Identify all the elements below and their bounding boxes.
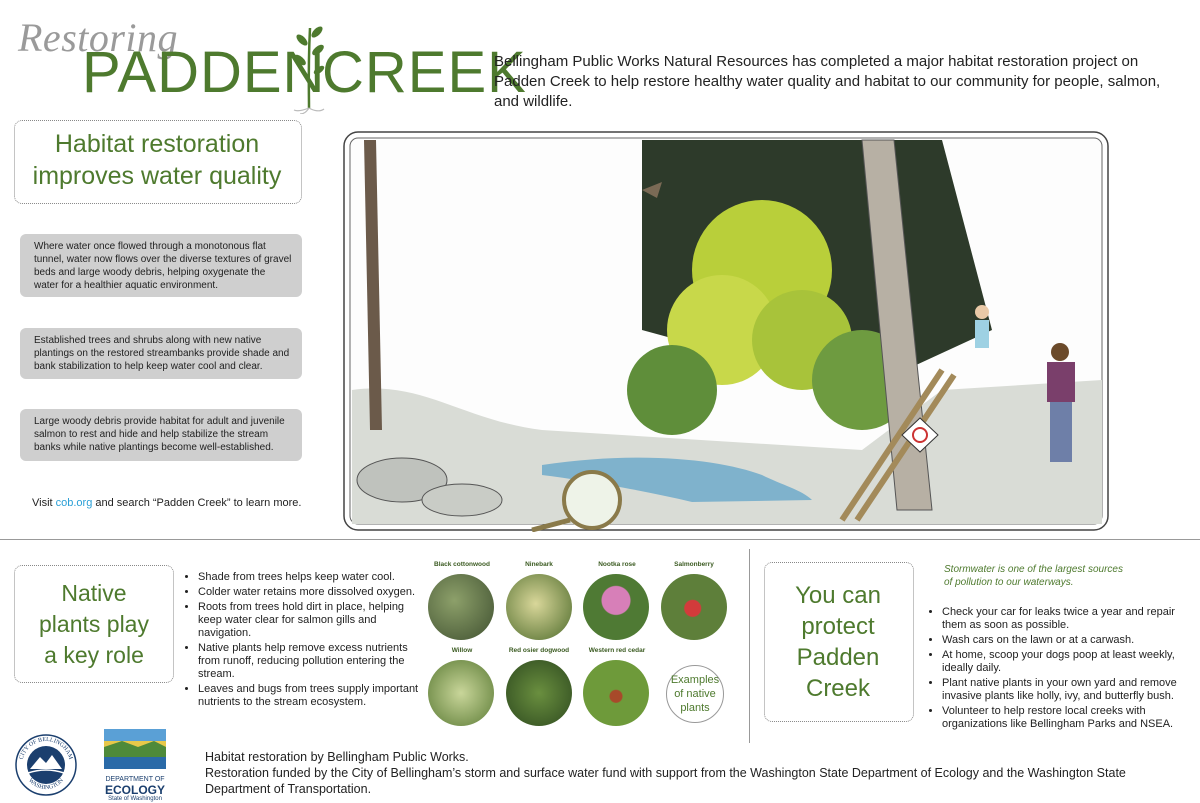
stormwater-note: Stormwater is one of the largest sources… (944, 563, 1164, 589)
section-divider (0, 539, 1200, 540)
creek-illustration (343, 131, 1109, 532)
plant-photo-western-red-cedar (583, 660, 649, 726)
native-title: Native plants play a key role (14, 578, 174, 671)
credits-line2: Restoration funded by the City of Bellin… (205, 766, 1126, 796)
examples-of-native-plants-badge: Examples of native plants (666, 665, 724, 723)
plant-label-salmonberry: Salmonberry (674, 561, 714, 568)
protect-title-line1: You can (795, 582, 881, 609)
city-of-bellingham-logo: CITY OF BELLINGHAM WASHINGTON (15, 734, 77, 796)
habitat-title: Habitat restoration improves water quali… (14, 128, 300, 192)
native-title-line1: Native (61, 580, 127, 606)
ecology-line3: State of Washington (108, 796, 162, 802)
visit-prefix: Visit (32, 497, 56, 509)
protect-title-line2: protect (801, 613, 875, 640)
plant-label-ninebark: Ninebark (525, 561, 553, 568)
list-item: Colder water retains more dissolved oxyg… (198, 586, 430, 599)
examples-line3: plants (680, 702, 710, 714)
habitat-panel-3: Large woody debris provide habitat for a… (20, 409, 302, 461)
list-item: Roots from trees hold dirt in place, hel… (198, 601, 430, 640)
plant-label-black-cottonwood: Black cottonwood (434, 561, 490, 568)
visit-suffix: and search “Padden Creek” to learn more. (92, 497, 302, 509)
title-restoring: Restoring (18, 15, 179, 60)
habitat-title-box (14, 120, 302, 204)
department-of-ecology-logo: DEPARTMENT OF ECOLOGY State of Washingto… (102, 729, 168, 802)
credits-line1: Habitat restoration by Bellingham Public… (205, 750, 469, 764)
plant-photo-red-osier-dogwood (506, 660, 572, 726)
native-bullet-list: Shade from trees helps keep water cool. … (186, 571, 430, 711)
ecology-line1: DEPARTMENT OF (105, 776, 165, 783)
habitat-panel-2: Established trees and shrubs along with … (20, 328, 302, 379)
column-divider (749, 549, 750, 743)
list-item: Native plants help remove excess nutrien… (198, 642, 430, 681)
title-padden: PADDEN (82, 40, 326, 105)
ecology-line2: ECOLOGY (104, 783, 165, 797)
list-item: At home, scoop your dogs poop at least w… (942, 649, 1192, 675)
native-title-line2: plants play (39, 611, 149, 637)
sprout-logo-icon (293, 26, 325, 114)
list-item: Plant native plants in your own yard and… (942, 677, 1192, 703)
title-creek: CREEK (322, 40, 527, 105)
protect-title-box (764, 562, 914, 722)
protect-title-line4: Creek (805, 675, 871, 702)
list-item: Volunteer to help restore local creeks w… (942, 705, 1192, 731)
list-item: Check your car for leaks twice a year an… (942, 606, 1192, 632)
protect-bullet-list: Check your car for leaks twice a year an… (930, 606, 1192, 733)
credits: Habitat restoration by Bellingham Public… (205, 749, 1165, 797)
native-title-line3: a key role (44, 642, 144, 668)
list-item: Shade from trees helps keep water cool. (198, 571, 430, 584)
visit-text: Visit cob.org and search “Padden Creek” … (32, 497, 301, 509)
plant-label-red-osier-dogwood: Red osier dogwood (508, 647, 570, 654)
habitat-panel-1: Where water once flowed through a monoto… (20, 234, 302, 297)
habitat-title-line1: Habitat restoration (54, 130, 260, 158)
plant-label-willow: Willow (451, 647, 473, 654)
plant-photo-nootka-rose (583, 574, 649, 640)
examples-line1: Examples (670, 674, 720, 686)
protect-title: You can protect Padden Creek (764, 580, 912, 704)
list-item: Wash cars on the lawn or at a carwash. (942, 634, 1192, 647)
examples-line2: of native (674, 688, 716, 700)
list-item: Leaves and bugs from trees supply import… (198, 683, 430, 709)
plant-label-western-red-cedar: Western red cedar (588, 647, 646, 654)
plant-photo-willow (428, 660, 494, 726)
native-title-box (14, 565, 174, 683)
stormwater-line1: Stormwater is one of the largest sources (944, 564, 1123, 575)
plant-photo-black-cottonwood (428, 574, 494, 640)
protect-title-line3: Padden (796, 644, 880, 671)
stormwater-line2: of pollution to our waterways. (944, 577, 1074, 588)
ecology-emblem-icon (104, 729, 166, 769)
plant-photo-salmonberry (661, 574, 727, 640)
plant-photo-ninebark (506, 574, 572, 640)
habitat-title-line2: improves water quality (32, 162, 282, 190)
intro-text: Bellingham Public Works Natural Resource… (494, 53, 1161, 110)
cob-link[interactable]: cob.org (55, 497, 93, 509)
plant-label-nootka-rose: Nootka rose (598, 561, 636, 568)
